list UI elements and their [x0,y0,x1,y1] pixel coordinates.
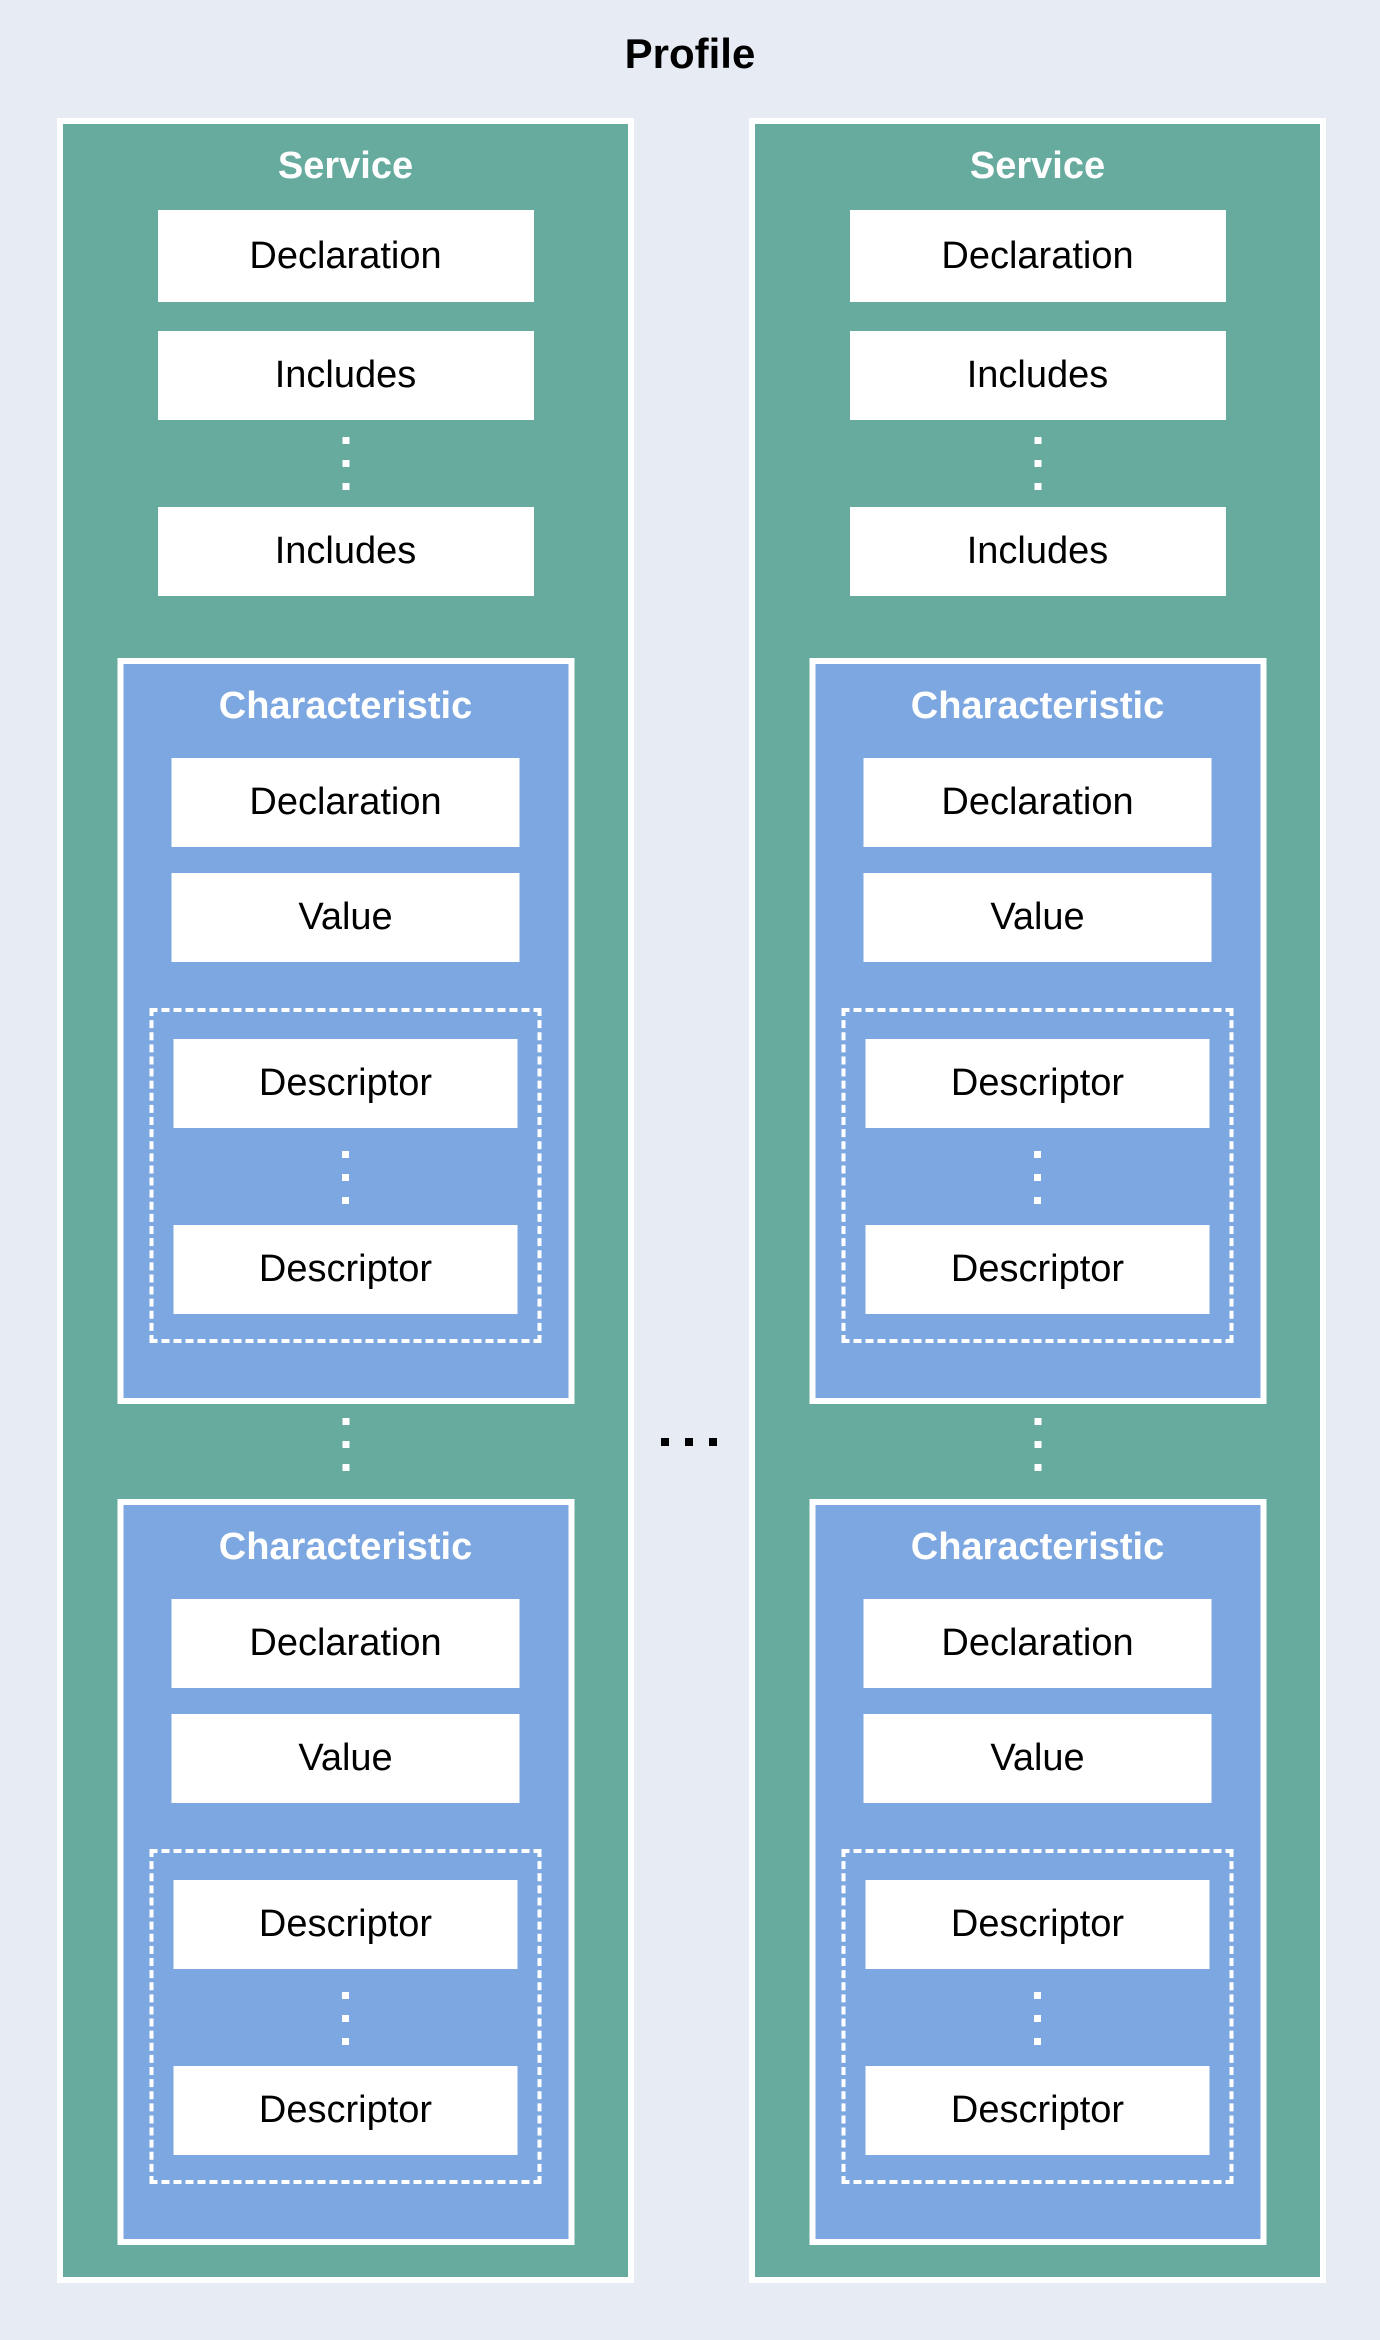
dot [342,1464,349,1471]
dot [1034,2038,1041,2045]
characteristic-declaration-box: Declaration [863,758,1212,847]
dot [1034,1151,1041,1158]
dot [342,1151,349,1158]
characteristic-panel: Characteristic Declaration Value Descrip… [117,658,574,1404]
dot [342,1197,349,1204]
service-panel: Service Declaration Includes Includes Ch… [57,118,634,2283]
services-horizontal-ellipsis-icon [661,1438,717,1446]
characteristic-panel: Characteristic Declaration Value Descrip… [117,1499,574,2245]
characteristic-header: Characteristic [218,685,473,727]
dot [1034,460,1041,467]
characteristic-declaration-box: Declaration [171,758,520,847]
dot [1034,1197,1041,1204]
dot [1034,2015,1041,2022]
dot [1034,1992,1041,1999]
descriptor-box: Descriptor [865,2066,1210,2155]
descriptor-group: Descriptor Descriptor [149,1849,542,2184]
page-title: Profile [624,30,756,77]
service-panel: Service Declaration Includes Includes Ch… [749,118,1326,2283]
characteristic-header: Characteristic [910,1526,1165,1568]
dot [342,460,349,467]
dot [342,2038,349,2045]
dot [342,483,349,490]
descriptor-vertical-ellipsis-icon [1034,1992,1041,2045]
descriptor-box: Descriptor [865,1039,1210,1128]
dot [1034,1464,1041,1471]
descriptor-box: Descriptor [173,1039,518,1128]
descriptor-box: Descriptor [865,1225,1210,1314]
dot [1034,437,1041,444]
dot [1034,1418,1041,1425]
descriptor-box: Descriptor [173,2066,518,2155]
descriptor-vertical-ellipsis-icon [1034,1151,1041,1204]
service-includes-box: Includes [157,507,534,596]
characteristic-vertical-ellipsis-icon [342,1418,349,1471]
descriptor-box: Descriptor [865,1880,1210,1969]
dot [342,2015,349,2022]
characteristic-vertical-ellipsis-icon [1034,1418,1041,1471]
service-includes-box: Includes [157,331,534,420]
descriptor-box: Descriptor [173,1225,518,1314]
service-header: Service [969,145,1106,187]
descriptor-box: Descriptor [173,1880,518,1969]
dot [1034,1174,1041,1181]
service-declaration-box: Declaration [157,210,534,302]
characteristic-value-box: Value [171,873,520,962]
includes-vertical-ellipsis-icon [1034,437,1041,490]
service-includes-box: Includes [849,507,1226,596]
dot [709,1438,717,1446]
dot [685,1438,693,1446]
characteristic-panel: Characteristic Declaration Value Descrip… [809,658,1266,1404]
characteristic-header: Characteristic [910,685,1165,727]
descriptor-group: Descriptor Descriptor [149,1008,542,1343]
descriptor-group: Descriptor Descriptor [841,1008,1234,1343]
characteristic-declaration-box: Declaration [863,1599,1212,1688]
dot [342,1992,349,1999]
characteristic-value-box: Value [863,1714,1212,1803]
dot [342,1441,349,1448]
characteristic-header: Characteristic [218,1526,473,1568]
dot [342,1174,349,1181]
dot [342,1418,349,1425]
descriptor-group: Descriptor Descriptor [841,1849,1234,2184]
descriptor-vertical-ellipsis-icon [342,1992,349,2045]
includes-vertical-ellipsis-icon [342,437,349,490]
characteristic-value-box: Value [863,873,1212,962]
characteristic-value-box: Value [171,1714,520,1803]
dot [661,1438,669,1446]
dot [1034,1441,1041,1448]
descriptor-vertical-ellipsis-icon [342,1151,349,1204]
service-declaration-box: Declaration [849,210,1226,302]
dot [342,437,349,444]
service-header: Service [277,145,414,187]
dot [1034,483,1041,490]
characteristic-panel: Characteristic Declaration Value Descrip… [809,1499,1266,2245]
characteristic-declaration-box: Declaration [171,1599,520,1688]
service-includes-box: Includes [849,331,1226,420]
